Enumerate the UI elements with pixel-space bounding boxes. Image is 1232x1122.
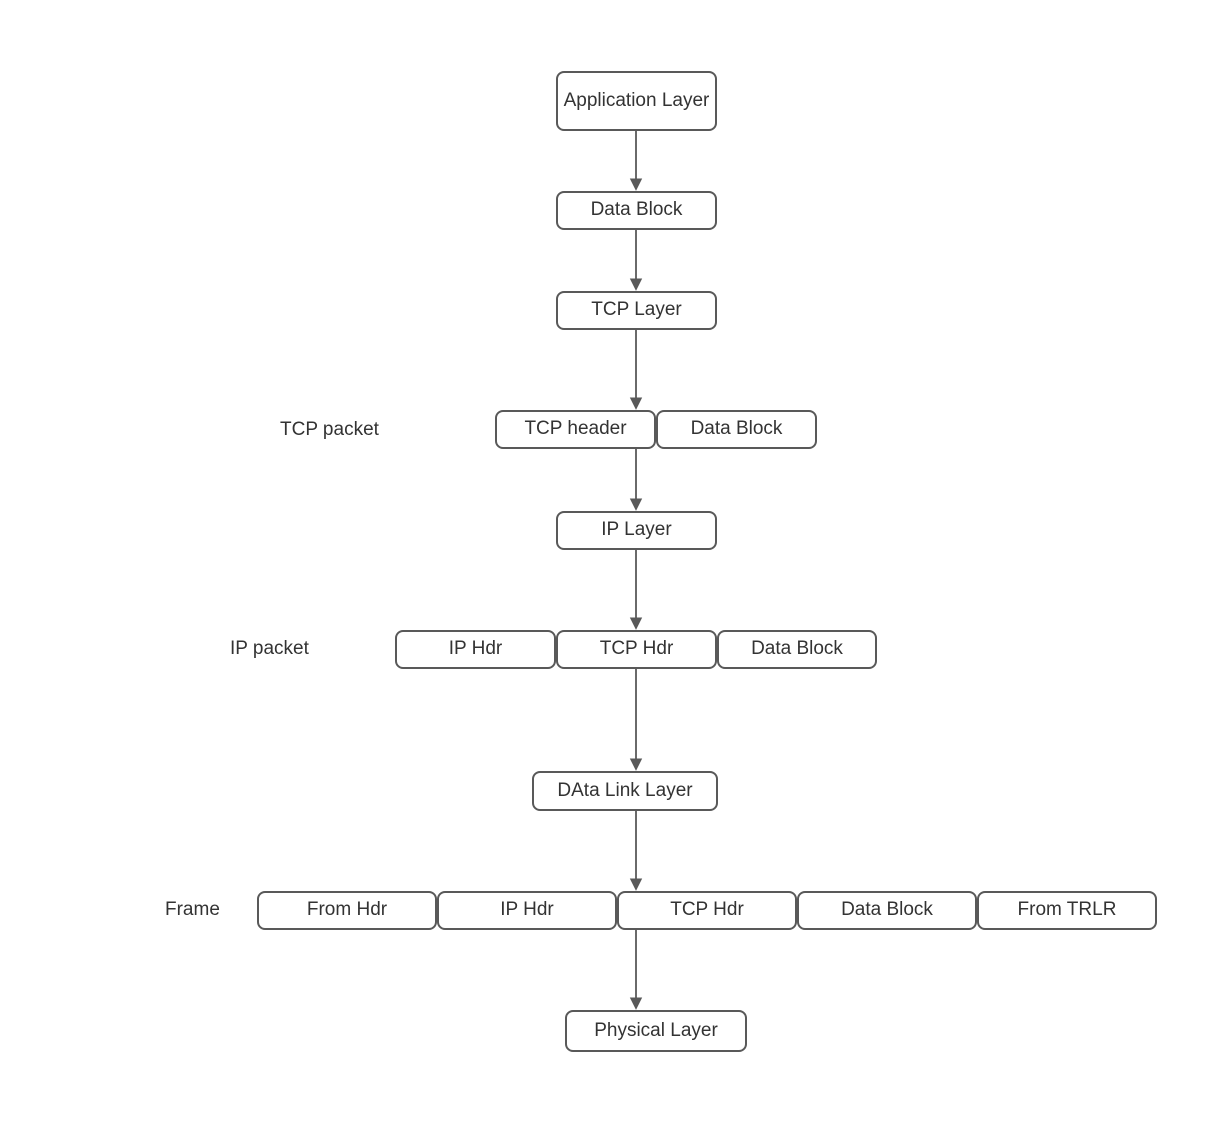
label-ip-packet: IP packet: [230, 638, 309, 659]
node-ip-packet-ip-hdr: IP Hdr: [395, 630, 556, 669]
node-physical-layer: Physical Layer: [565, 1010, 747, 1052]
node-frame-from-hdr: From Hdr: [257, 891, 437, 930]
node-tcp-header: TCP header: [495, 410, 656, 449]
node-frame-data-block: Data Block: [797, 891, 977, 930]
node-application-layer: Application Layer: [556, 71, 717, 131]
node-frame-ip-hdr: IP Hdr: [437, 891, 617, 930]
node-tcp-packet-data-block: Data Block: [656, 410, 817, 449]
label-tcp-packet: TCP packet: [280, 419, 379, 440]
label-frame: Frame: [165, 899, 220, 920]
node-data-block-top: Data Block: [556, 191, 717, 230]
node-frame-from-trlr: From TRLR: [977, 891, 1157, 930]
node-ip-layer: IP Layer: [556, 511, 717, 550]
node-data-link-layer: DAta Link Layer: [532, 771, 718, 811]
node-ip-packet-data-block: Data Block: [717, 630, 877, 669]
node-frame-tcp-hdr: TCP Hdr: [617, 891, 797, 930]
node-tcp-layer: TCP Layer: [556, 291, 717, 330]
node-ip-packet-tcp-hdr: TCP Hdr: [556, 630, 717, 669]
